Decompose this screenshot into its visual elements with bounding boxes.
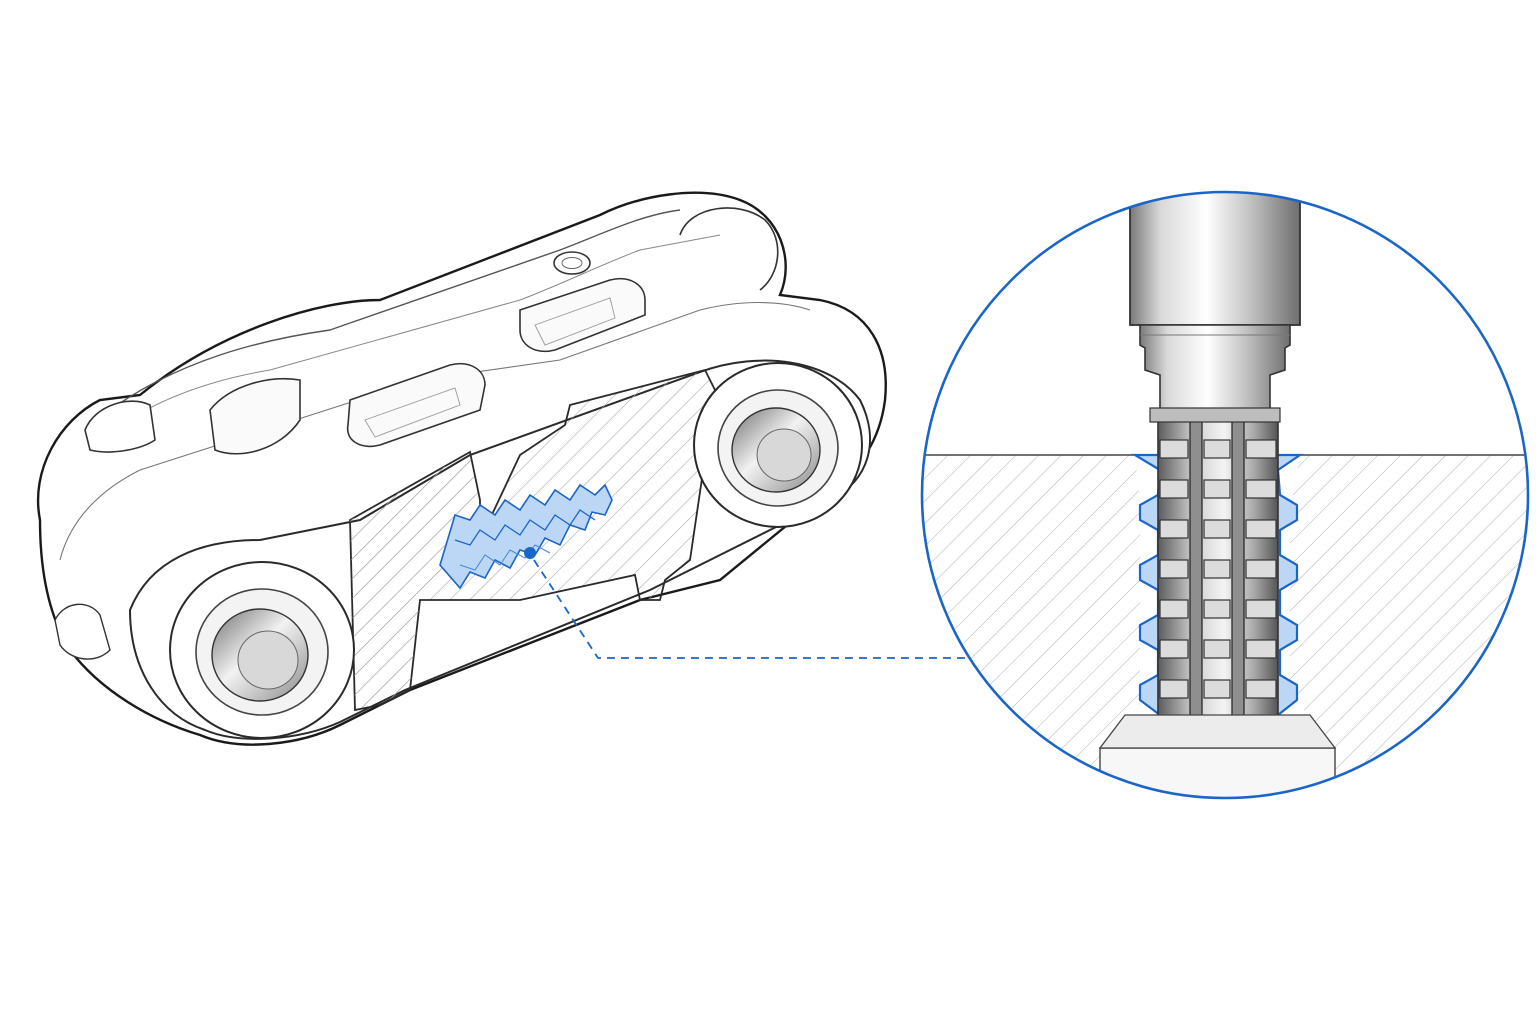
detail-reference-dot <box>524 547 536 559</box>
dashed-leader-line <box>533 559 965 659</box>
thread-cavity-teeth <box>454 509 596 546</box>
window-pocket-right <box>519 278 646 352</box>
detail-circle-border <box>920 190 1530 800</box>
top-lubrication-hole <box>553 251 591 275</box>
threaded-insert-detail <box>920 190 1530 800</box>
thread-cavity-highlight <box>439 483 613 590</box>
bottom-recess <box>1099 747 1336 798</box>
window-pocket-left <box>209 377 301 455</box>
left-pin-bore <box>169 561 355 739</box>
track-link-cutaway <box>36 191 887 746</box>
tool-shaft <box>1129 192 1301 326</box>
insert-flutes <box>1189 419 1245 717</box>
insert-teeth <box>1159 439 1277 699</box>
window-pocket-middle <box>346 363 486 447</box>
left-end-lip <box>54 603 111 660</box>
link-top-edge <box>109 209 681 411</box>
left-boss <box>84 400 156 453</box>
tool-collar <box>1139 324 1291 411</box>
right-pin-bore <box>693 362 863 528</box>
right-eye-top <box>679 207 779 291</box>
